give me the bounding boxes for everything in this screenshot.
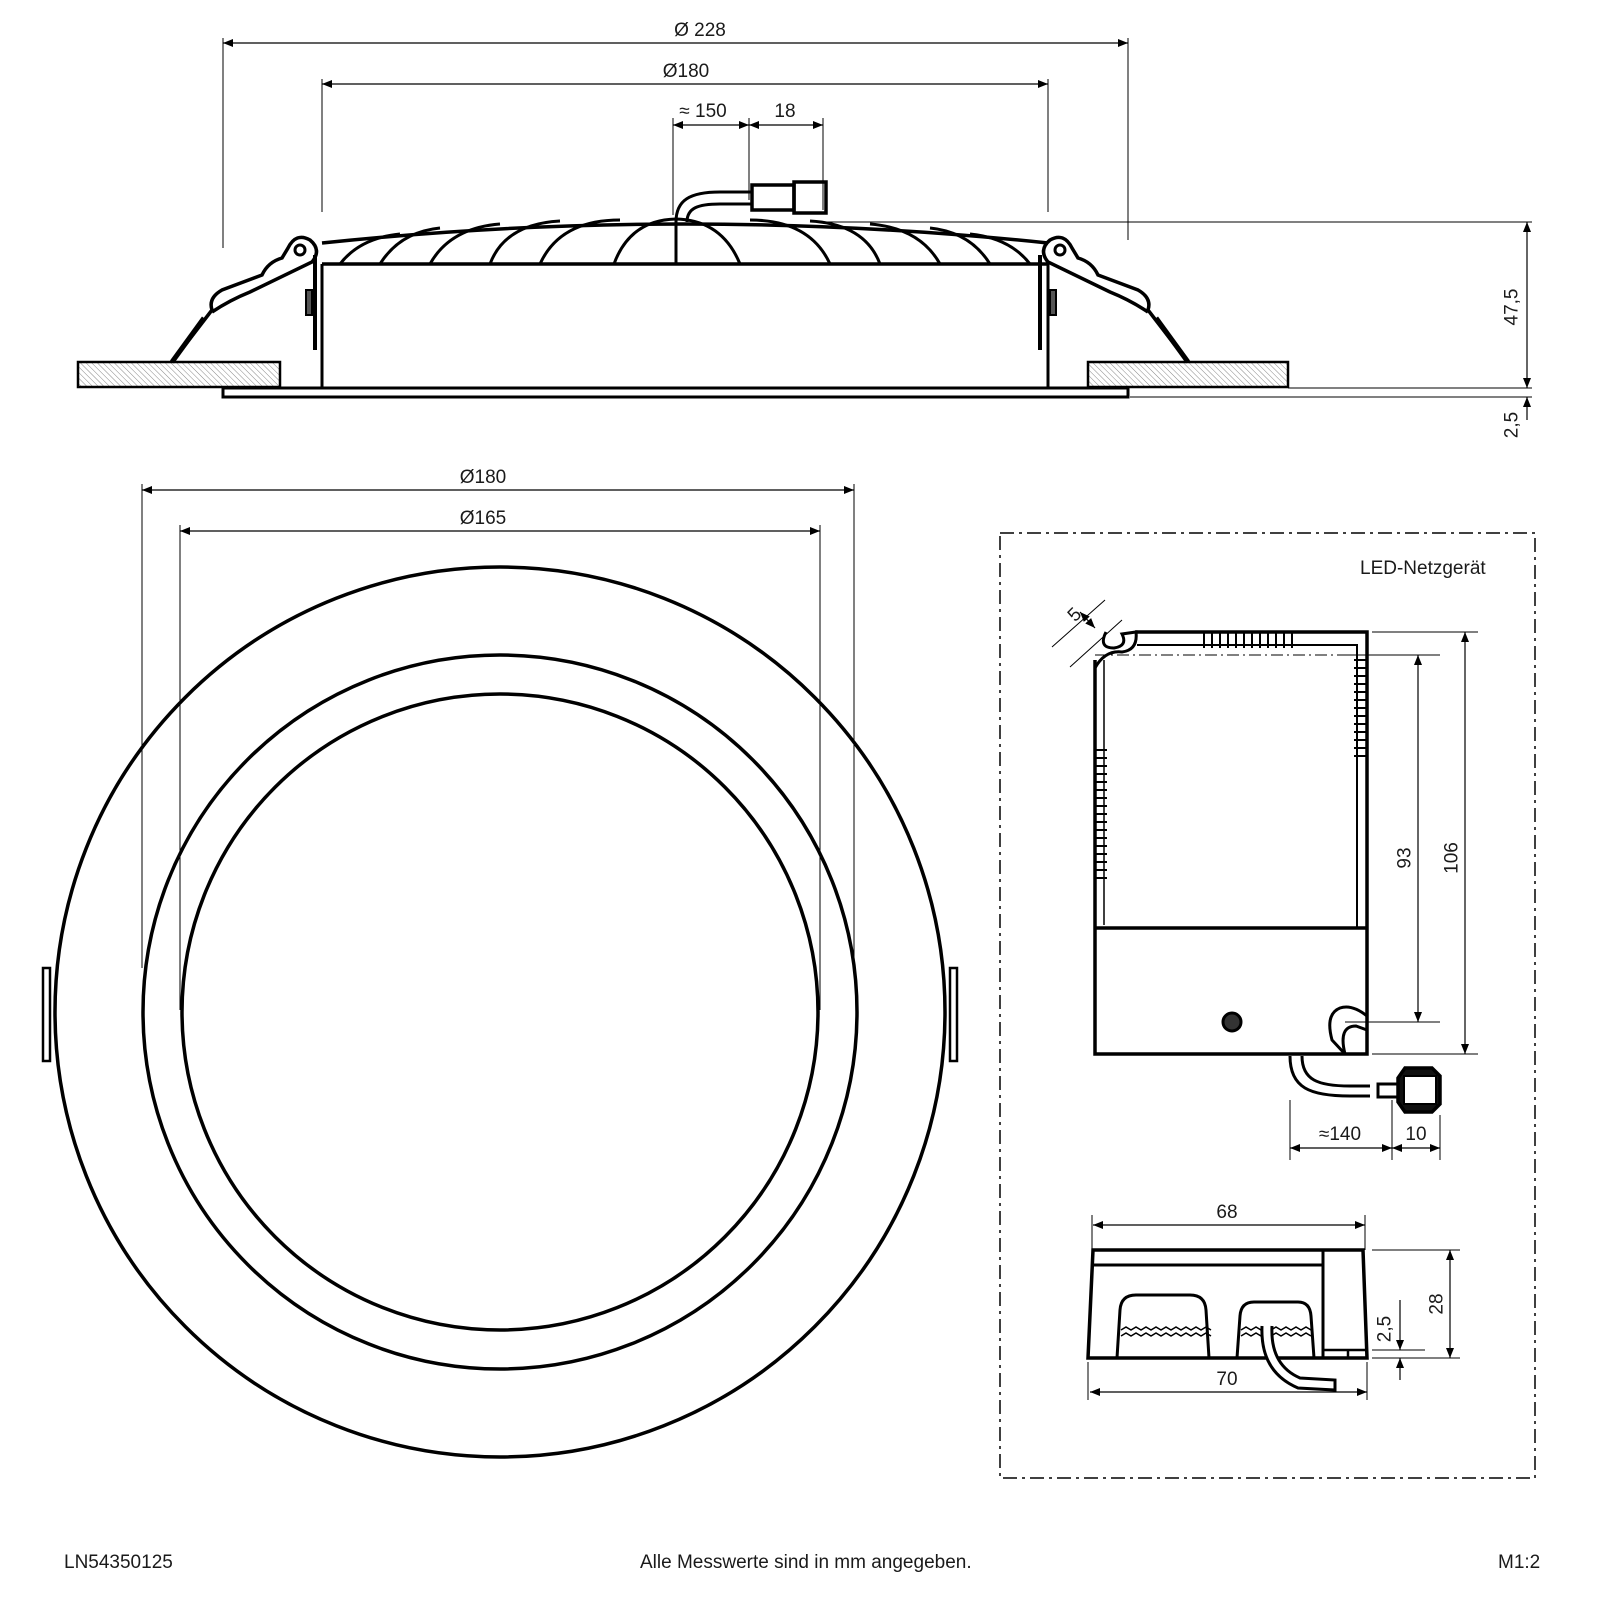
dim-height: 47,5 [1501, 288, 1523, 326]
dim-driver-connector-length: 10 [1405, 1124, 1427, 1145]
dim-driver-inner-length: 93 [1394, 847, 1416, 869]
side-view [76, 38, 1532, 420]
units-note: Alle Messwerte sind in mm angegeben. [640, 1552, 972, 1573]
article-number: LN54350125 [64, 1552, 173, 1573]
dim-top-inner-diameter: Ø165 [459, 508, 507, 529]
dim-cutout-diameter: Ø180 [662, 61, 710, 82]
dim-driver-total-length: 106 [1441, 842, 1463, 874]
dim-driver-bottom-width: 70 [1216, 1369, 1238, 1390]
dim-driver-top-width: 68 [1216, 1202, 1238, 1223]
top-view [41, 484, 959, 1459]
scale-label: M1:2 [1498, 1552, 1541, 1573]
dim-driver-height: 28 [1426, 1293, 1448, 1315]
driver-panel [999, 532, 1536, 1479]
dim-outer-diameter: Ø 228 [674, 20, 726, 41]
dim-driver-base-thickness: 2,5 [1374, 1315, 1396, 1343]
driver-panel-title: LED-Netzgerät [1360, 558, 1486, 579]
dim-connector-length: 18 [774, 101, 796, 122]
dim-top-outer-diameter: Ø180 [459, 467, 507, 488]
dim-flange-thickness: 2,5 [1501, 411, 1523, 439]
dim-cable-length: ≈ 150 [679, 101, 727, 122]
dim-driver-cable-length: ≈140 [1318, 1124, 1362, 1145]
